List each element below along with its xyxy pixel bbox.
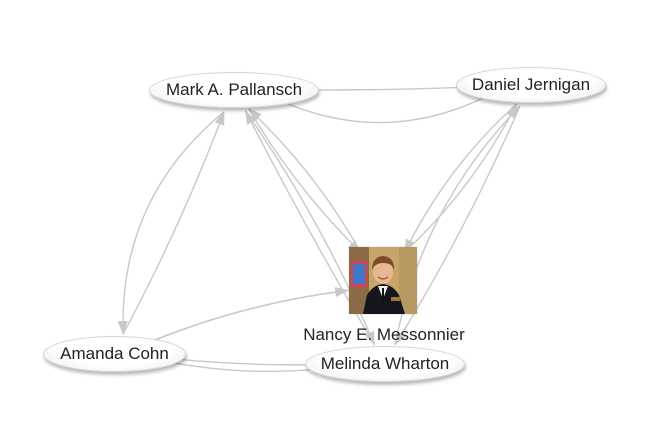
node-daniel-jernigan[interactable]: Daniel Jernigan: [456, 67, 606, 103]
edge-jernigan-to-pallansch: [257, 84, 508, 124]
node-label: Amanda Cohn: [60, 344, 169, 363]
node-label: Mark A. Pallansch: [165, 80, 303, 99]
edge-messonnier-to-cohn: [134, 289, 349, 349]
node-label-nancy-e-messonnier: Nancy E. Messonnier: [303, 325, 465, 344]
edge-pallansch-to-messonnier: [248, 108, 362, 254]
node-amanda-cohn[interactable]: Amanda Cohn: [43, 336, 186, 372]
node-mark-a-pallansch[interactable]: Mark A. Pallansch: [149, 72, 319, 108]
node-label: Daniel Jernigan: [471, 75, 591, 94]
edge-wharton-to-pallansch: [244, 110, 375, 346]
edge-cohn-to-pallansch: [122, 110, 225, 335]
edge-jernigan-to-messonnier: [404, 103, 518, 254]
node-label: Melinda Wharton: [320, 354, 450, 373]
edge-messonnier-to-pallansch: [248, 108, 362, 253]
node-photo-nancy-e-messonnier[interactable]: [349, 247, 417, 314]
edge-pallansch-to-cohn: [117, 111, 225, 335]
portrait-image: [349, 247, 417, 314]
node-melinda-wharton[interactable]: Melinda Wharton: [305, 346, 465, 382]
edge-jernigan-to-wharton: [394, 105, 521, 346]
edge-messonnier-to-jernigan: [404, 103, 518, 253]
